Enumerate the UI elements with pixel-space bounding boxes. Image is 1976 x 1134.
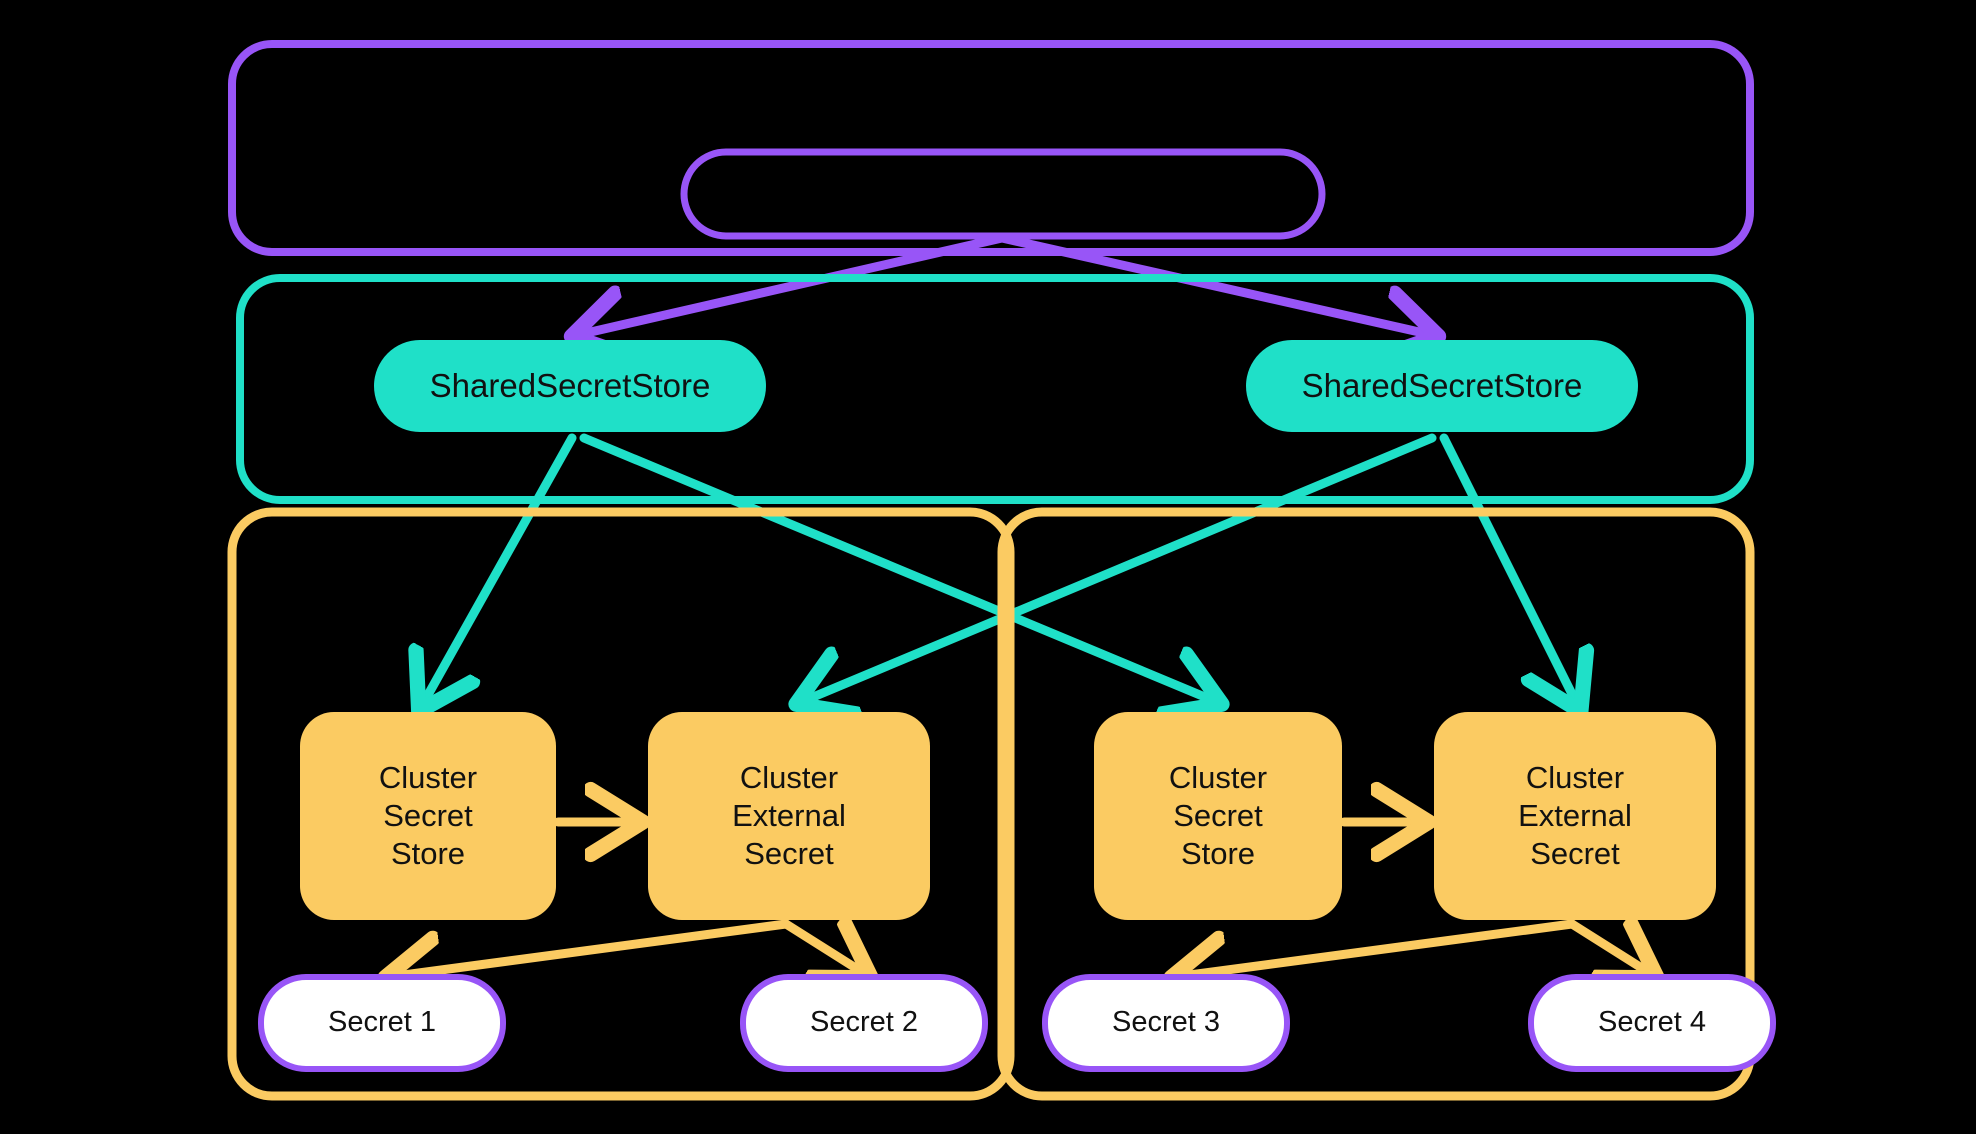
secret-2[interactable]: Secret 2 <box>740 974 988 1072</box>
outer-purple-container <box>228 40 1754 256</box>
cluster-external-secret-left[interactable]: Cluster External Secret <box>648 712 930 920</box>
edge-sss-right-to-ces-left <box>806 433 1437 700</box>
secret-2-label: Secret 2 <box>810 1006 918 1039</box>
cluster-secret-store-left[interactable]: Cluster Secret Store <box>300 712 556 920</box>
cluster-external-secret-right[interactable]: Cluster External Secret <box>1434 712 1716 920</box>
cluster-secret-store-right[interactable]: Cluster Secret Store <box>1094 712 1342 920</box>
shared-secret-store-left-label: SharedSecretStore <box>429 366 711 404</box>
teal-container <box>236 274 1754 504</box>
secret-1[interactable]: Secret 1 <box>258 974 506 1072</box>
shared-secret-store-left[interactable]: SharedSecretStore <box>374 340 766 432</box>
edge-ces-right-to-secret-4 <box>1567 924 1648 972</box>
shared-secret-store-right-label: SharedSecretStore <box>1301 366 1583 404</box>
secret-4[interactable]: Secret 4 <box>1528 974 1776 1072</box>
cluster-external-secret-left-label: Cluster External Secret <box>732 760 846 871</box>
secret-3[interactable]: Secret 3 <box>1042 974 1290 1072</box>
secret-3-label: Secret 3 <box>1112 1006 1220 1039</box>
secret-1-label: Secret 1 <box>328 1006 436 1039</box>
edge-sss-left-to-css-left <box>424 433 577 702</box>
edge-ces-left-to-secret-1 <box>396 919 791 976</box>
secret-4-label: Secret 4 <box>1598 1006 1706 1039</box>
edge-ces-left-to-secret-2 <box>781 924 862 972</box>
cluster-secret-store-right-label: Cluster Secret Store <box>1168 760 1268 871</box>
yellow-container-left <box>227 507 1015 1101</box>
yellow-container-right <box>997 507 1755 1101</box>
cluster-secret-store-left-label: Cluster Secret Store <box>378 760 478 871</box>
shared-secret-store-right[interactable]: SharedSecretStore <box>1246 340 1638 432</box>
cluster-external-secret-right-label: Cluster External Secret <box>1518 760 1632 871</box>
inner-purple-pill <box>680 148 1326 240</box>
edge-sss-right-to-ces-right <box>1439 433 1576 702</box>
edge-ces-right-to-secret-3 <box>1182 919 1577 976</box>
edge-sss-left-to-css-right <box>579 433 1212 700</box>
